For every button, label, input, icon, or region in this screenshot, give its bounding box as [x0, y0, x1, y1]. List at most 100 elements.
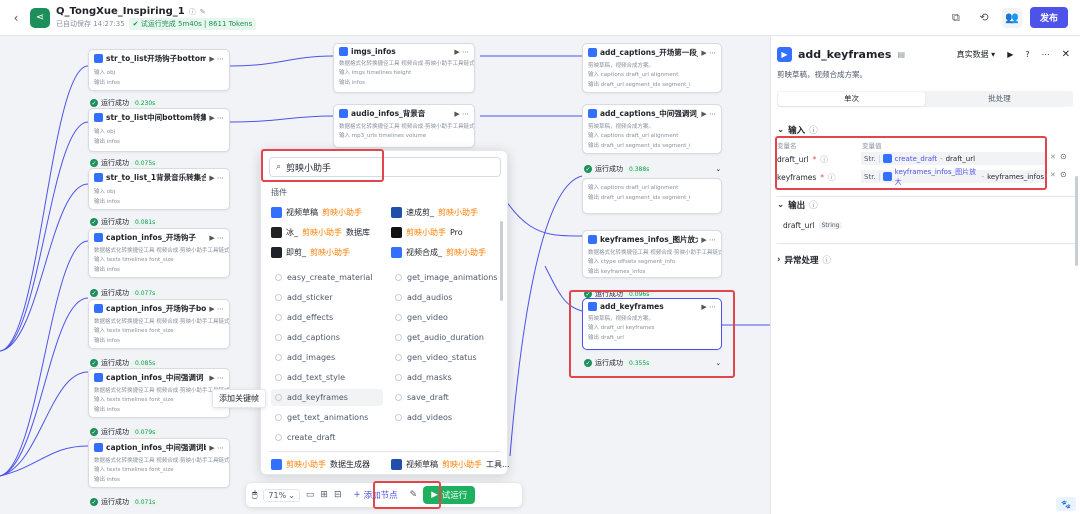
node-add-keyframes[interactable]: add_keyframes▶ ⋯ 剪映草稿，视频合成方案。 输入 draft_u… — [582, 298, 722, 350]
run-node-icon[interactable]: ▶ ⋯ — [701, 109, 716, 118]
node-keyframes-infos[interactable]: keyframes_infos_图片放大▶ ⋯ 数据格式化转换捷径工具 视频合成… — [582, 230, 722, 278]
panel-scrollbar[interactable] — [1075, 176, 1078, 266]
tool-icon[interactable]: ✎ — [409, 490, 418, 500]
clear-icon[interactable]: ✕ — [1050, 153, 1056, 161]
function-item[interactable]: easy_create_material — [271, 269, 383, 286]
info-icon[interactable]: ⓘ — [188, 7, 196, 16]
node-caption-infos-middle-bottom[interactable]: caption_infos_中间强调词b...▶ ⋯ 数据格式化转换捷径工具 视… — [88, 438, 230, 488]
annotation-box-search — [261, 149, 384, 182]
plugin-logo-icon: ▶ — [777, 47, 792, 62]
plugin-item[interactable]: 即剪_剪映小助手 — [271, 247, 350, 258]
clear-icon[interactable]: ✕ — [1050, 171, 1056, 179]
plugin-item[interactable]: 冰_剪映小助手数据库 — [271, 227, 370, 238]
function-item[interactable]: create_draft — [271, 429, 383, 446]
tab-batch[interactable]: 批处理 — [988, 94, 1011, 103]
history-icon[interactable]: ⟲ — [979, 11, 989, 24]
run-node-icon[interactable]: ▶ ⋯ — [701, 235, 716, 244]
layout-icon[interactable]: ⊟ — [333, 490, 342, 500]
plugin-logo-icon — [271, 459, 282, 470]
annotation-box-inputs — [775, 136, 1047, 190]
edit-icon[interactable]: ✎ — [199, 7, 206, 16]
node-caption-infos-middle[interactable]: caption_infos_中间强调词▶ ⋯ 数据格式化转换捷径工具 视频合成·… — [88, 368, 230, 418]
help-icon[interactable]: ? — [1025, 50, 1030, 59]
run-node-icon[interactable]: ▶ ⋯ — [701, 302, 716, 311]
node-str-to-list-hook[interactable]: str_to_list开场钩子bottom转▶ ⋯ 输入 obj 输出 info… — [88, 49, 230, 91]
plugin-icon — [588, 302, 597, 311]
node-str-to-list-middle[interactable]: str_to_list中间bottom转集合▶ ⋯ 输入 obj 输出 info… — [88, 108, 230, 152]
function-item[interactable]: add_effects — [271, 309, 383, 326]
settings-icon[interactable]: ⊙ — [1060, 170, 1067, 179]
function-item[interactable]: get_image_animations — [391, 269, 503, 286]
settings-icon[interactable]: ⊙ — [1060, 152, 1067, 161]
more-icon[interactable]: ⋯ — [1041, 50, 1050, 59]
run-node-icon[interactable]: ▶ ⋯ — [454, 109, 469, 118]
run-node-icon[interactable]: ▶ ⋯ — [209, 304, 224, 313]
back-arrow-icon[interactable]: ‹ — [13, 10, 19, 25]
node-caption-infos-hook[interactable]: caption_infos_开场钩子▶ ⋯ 数据格式化转换捷径工具 视频合成·剪… — [88, 228, 230, 278]
play-icon: ▶ — [431, 490, 438, 500]
plugin-item[interactable]: 剪映小助手数据生成器 — [271, 459, 370, 470]
run-node-icon[interactable]: ▶ ⋯ — [209, 113, 224, 122]
zoom-select[interactable]: 71%⌄ — [263, 488, 300, 502]
node-imgs-infos[interactable]: imgs_infos▶ ⋯ 数据格式化转换捷径工具 视频合成·剪映小助手工具链式… — [333, 43, 475, 93]
data-mode-select[interactable]: 真实数据 ▾ — [956, 50, 996, 59]
docs-icon[interactable]: ▤ — [897, 50, 905, 59]
run-node-icon[interactable]: ▶ ⋯ — [209, 373, 224, 382]
plugin-item[interactable]: 视频合成_剪映小助手 — [391, 247, 486, 258]
publish-button[interactable]: 发布 — [1029, 7, 1068, 28]
function-item[interactable]: add_images — [271, 349, 383, 366]
pointer-icon[interactable]: 🖱 — [252, 490, 258, 500]
grid-icon[interactable]: ⊞ — [320, 490, 328, 500]
run-node-icon[interactable]: ▶ ⋯ — [454, 47, 469, 56]
node-add-captions-collapsed[interactable]: 输入 captions draft_url alignment 输出 draft… — [582, 178, 722, 214]
run-node-icon[interactable]: ▶ ⋯ — [209, 54, 224, 63]
plugin-item[interactable]: 视频草稿剪映小助手 — [271, 207, 362, 218]
node-add-captions-hook[interactable]: add_captions_开场第一段_b...▶ ⋯ 剪映草稿，视频合成方案。 … — [582, 43, 722, 93]
node-str-to-list-bgm[interactable]: str_to_list_1背景音乐转集合▶ ⋯ 输入 obj 输出 infos — [88, 168, 230, 210]
node-add-captions-middle[interactable]: add_captions_中间强调词_b...▶ ⋯ 剪映草稿，视频合成方案。 … — [582, 104, 722, 154]
function-item[interactable]: add_sticker — [271, 289, 383, 306]
function-item-add-keyframes[interactable]: add_keyframes — [271, 389, 383, 406]
run-node-icon[interactable]: ▶ ⋯ — [209, 443, 224, 452]
tab-single[interactable]: 单次 — [778, 92, 925, 106]
function-item[interactable]: add_videos — [391, 409, 503, 426]
diff-icon[interactable]: ⧉ — [952, 10, 960, 24]
input-value-keyframes[interactable]: Str.keyframes_infos_图片放大-keyframes_infos — [861, 168, 1047, 186]
function-item[interactable]: add_masks — [391, 369, 503, 386]
collaborators-icon[interactable]: 👥 — [1001, 7, 1022, 28]
function-item[interactable]: gen_video — [391, 309, 503, 326]
plugin-item[interactable]: 视频草稿剪映小助手工具... — [391, 459, 510, 470]
run-icon[interactable]: ▶ — [1007, 50, 1014, 59]
plugin-item[interactable]: 速成剪_剪映小助手 — [391, 207, 478, 218]
function-item[interactable]: get_text_animations — [271, 409, 383, 426]
search-icon: ⌕ — [276, 162, 282, 172]
comment-icon[interactable]: ▭ — [305, 490, 315, 500]
plugin-search-input[interactable] — [286, 162, 467, 172]
assistant-icon[interactable]: 🐾 — [1056, 497, 1076, 511]
input-value-draft-url[interactable]: Str.create_draft-draft_url — [861, 152, 1047, 165]
node-audio-infos-bgm[interactable]: audio_infos_背景音▶ ⋯ 数据格式化转换捷径工具 视频合成·剪映小助… — [333, 104, 475, 148]
function-item[interactable]: get_audio_duration — [391, 329, 503, 346]
tooltip-add-keyframes: 添加关键帧 — [212, 389, 266, 408]
function-item[interactable]: add_text_style — [271, 369, 383, 386]
run-node-icon[interactable]: ▶ ⋯ — [209, 233, 224, 242]
popup-scrollbar[interactable] — [500, 221, 503, 301]
function-item[interactable]: gen_video_status — [391, 349, 503, 366]
test-run-button[interactable]: ▶试运行 — [423, 486, 476, 504]
run-node-icon[interactable]: ▶ ⋯ — [701, 48, 716, 57]
function-item[interactable]: add_captions — [271, 329, 383, 346]
chevron-down-icon: ⌄ — [777, 200, 785, 210]
column-name-header: 变量名 — [777, 142, 797, 150]
function-item[interactable]: save_draft — [391, 389, 503, 406]
add-node-button[interactable]: +添加节点 — [353, 490, 398, 501]
canvas-toolbar: 🖱 71%⌄ ▭ ⊞ ⊟ +添加节点 ✎ ▶试运行 — [246, 483, 522, 507]
run-node-icon[interactable]: ▶ ⋯ — [209, 173, 224, 182]
function-item[interactable]: add_audios — [391, 289, 503, 306]
close-icon[interactable]: ✕ — [1061, 49, 1070, 60]
node-caption-infos-hook-bottom[interactable]: caption_infos_开场钩子bott...▶ ⋯ 数据格式化转换捷径工具… — [88, 299, 230, 349]
